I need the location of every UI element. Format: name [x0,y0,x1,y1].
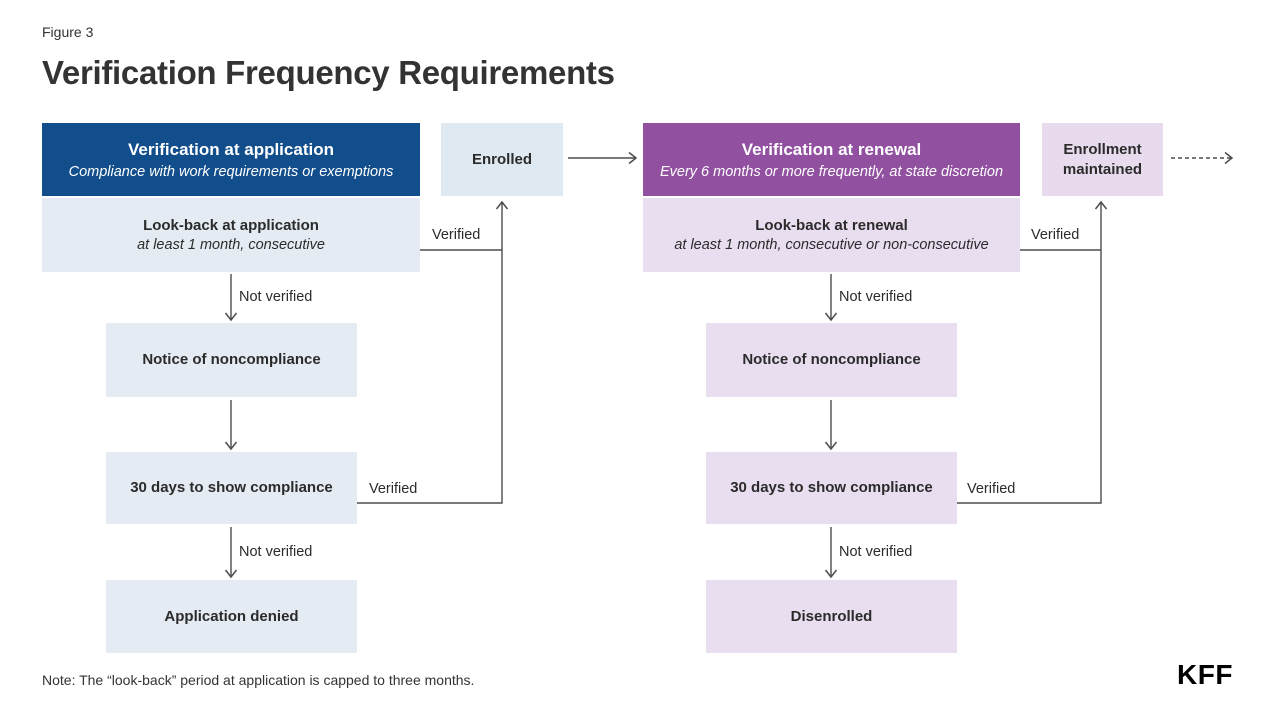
page-title: Verification Frequency Requirements [42,54,615,91]
edge-label-not-verified: Not verified [839,289,913,305]
renewal-compliance-label: 30 days to show compliance [730,479,933,497]
renewal-compliance-box: 30 days to show compliance [706,452,957,524]
enrolled-box: Enrolled [441,123,563,196]
renewal-final-box: Disenrolled [706,580,957,653]
application-notice-label: Notice of noncompliance [142,351,321,369]
connector-ren-compliance-verified [957,200,1108,504]
edge-label-verified: Verified [967,481,1016,497]
renewal-header-title: Verification at renewal [741,140,922,160]
application-lookback-subtitle: at least 1 month, consecutive [137,237,325,253]
kff-logo: KFF [1177,659,1233,690]
renewal-header-box: Verification at renewal Every 6 months o… [643,123,1020,196]
application-notice-box: Notice of noncompliance [106,323,357,397]
enrollment-maintained-box: Enrollment maintained [1042,123,1163,196]
renewal-lookback-title: Look-back at renewal [755,217,908,234]
application-compliance-label: 30 days to show compliance [130,479,333,497]
edge-label-verified: Verified [1031,227,1080,243]
renewal-notice-box: Notice of noncompliance [706,323,957,397]
edge-label-verified: Verified [432,227,481,243]
edge-label-verified: Verified [369,481,418,497]
application-lookback-box: Look-back at application at least 1 mont… [42,198,420,272]
enrolled-label: Enrolled [471,150,532,168]
connector-app-compliance-verified [357,200,509,504]
renewal-header-subtitle: Every 6 months or more frequently, at st… [659,163,1004,180]
edge-label-not-verified: Not verified [239,289,313,305]
application-header-subtitle: Compliance with work requirements or exe… [68,163,394,180]
renewal-final-label: Disenrolled [790,607,873,625]
application-final-box: Application denied [106,580,357,653]
application-final-label: Application denied [164,607,299,625]
application-header-box: Verification at application Compliance w… [42,123,420,196]
renewal-lookback-box: Look-back at renewal at least 1 month, c… [643,198,1020,272]
renewal-notice-label: Notice of noncompliance [742,351,921,369]
edge-label-not-verified: Not verified [839,544,913,560]
renewal-lookback-subtitle: at least 1 month, consecutive or non-con… [674,237,989,253]
figure-label: Figure 3 [42,24,94,40]
footnote: Note: The “look-back” period at applicat… [42,672,475,688]
application-lookback-title: Look-back at application [143,217,319,234]
edge-label-not-verified: Not verified [239,544,313,560]
application-compliance-box: 30 days to show compliance [106,452,357,524]
enrollment-maintained-label: Enrollment maintained [1062,141,1143,178]
application-header-title: Verification at application [128,140,334,160]
